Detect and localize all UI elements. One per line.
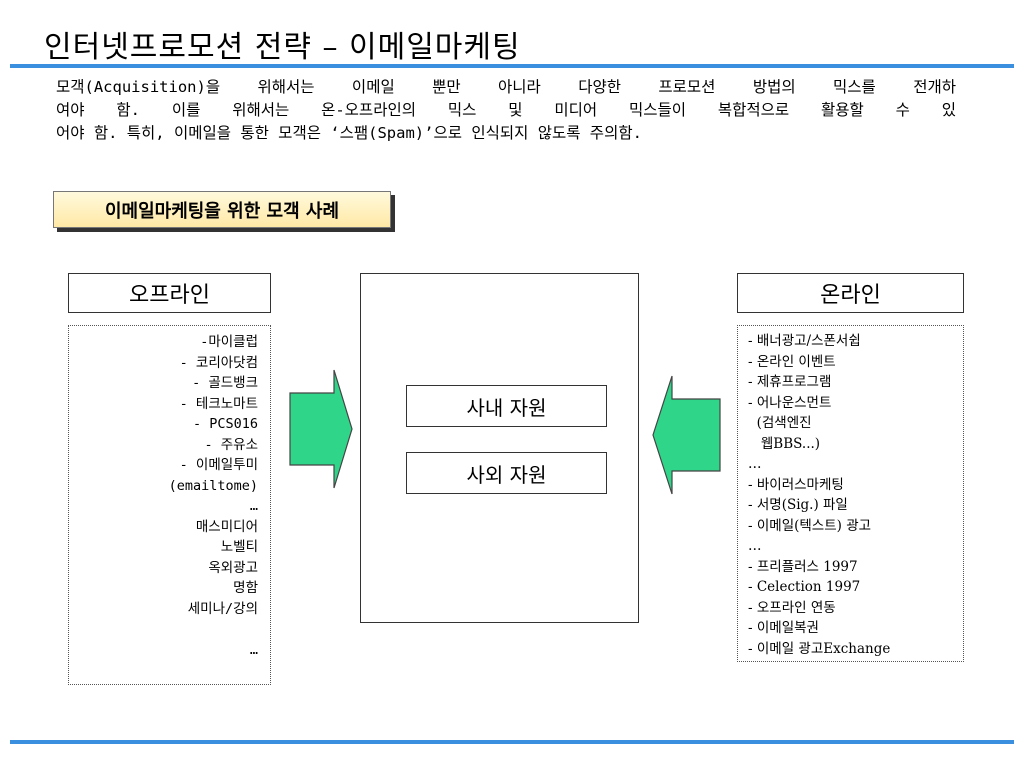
offline-item: … [249, 498, 258, 514]
offline-item: (emailtome) [168, 477, 258, 494]
online-item: - 제휴프로그램 [748, 374, 832, 390]
footer-rule [10, 740, 1014, 744]
online-item: (검색엔진 [748, 415, 812, 431]
online-item: 웹BBS...) [748, 435, 821, 452]
offline-item: - 이메일투미 [179, 457, 258, 473]
offline-item: - 주유소 [204, 436, 258, 453]
intro-line: 여야 함. 이를 위해서는 온-오프라인의 믹스 및 미디어 믹스들이 복합적으… [56, 101, 956, 119]
online-item: - 어나운스먼트 [748, 394, 832, 411]
external-resource-box: 사외 자원 [406, 452, 607, 494]
online-item: - 이메일 광고Exchange [748, 640, 891, 657]
online-item: - 이메일(텍스트) 광고 [748, 517, 872, 534]
online-item: - 배너광고/스폰서쉽 [748, 333, 861, 349]
offline-item: - 테크노마트 [179, 395, 258, 412]
online-item: - 오프라인 연동 [748, 599, 836, 616]
online-header: 온라인 [737, 273, 964, 313]
offline-item: - 골드뱅크 [192, 375, 258, 391]
title-underline [10, 64, 1014, 68]
online-item: - 프리플러스 1997 [748, 558, 858, 575]
offline-item: 세미나/강의 [187, 600, 258, 617]
left-arrow-icon [652, 375, 721, 495]
internal-resource-box: 사내 자원 [406, 385, 607, 427]
page-title: 인터넷프로모션 전략 – 이메일마케팅 [44, 30, 521, 65]
online-item: … [748, 456, 762, 472]
online-item: - 온라인 이벤트 [748, 353, 836, 370]
offline-item [69, 619, 258, 640]
offline-header: 오프라인 [68, 273, 271, 313]
online-item: - Celection 1997 [748, 579, 861, 595]
offline-item: 노벨티 [220, 539, 258, 555]
right-arrow-icon [289, 369, 353, 489]
section-label: 이메일마케팅을 위한 모객 사례 [53, 191, 391, 228]
online-item: - 서명(Sig.) 파일 [748, 497, 848, 513]
offline-item: 명함 [233, 580, 258, 596]
offline-item: … [249, 641, 258, 658]
offline-item: 옥외광고 [208, 559, 258, 576]
intro-line: 모객(Acquisition)을 위해서는 이메일 뿐만 아니라 다양한 프로모… [56, 78, 956, 96]
online-item: - 이메일복권 [748, 620, 819, 636]
offline-item: - 코리아닷컴 [179, 354, 258, 371]
intro-paragraph: 모객(Acquisition)을 위해서는 이메일 뿐만 아니라 다양한 프로모… [56, 76, 956, 145]
resource-box [360, 273, 639, 623]
offline-item: - PCS016 [192, 416, 258, 432]
offline-item: 매스미디어 [195, 518, 258, 535]
online-list: - 배너광고/스폰서쉽 - 온라인 이벤트 - 제휴프로그램 - 어나운스먼트 (검색… [737, 325, 964, 662]
intro-line: 어야 함. 특히, 이메일을 통한 모객은 ‘스팸(Spam)’으로 인식되지 … [56, 124, 642, 142]
online-item: - 바이러스마케팅 [748, 476, 844, 493]
offline-list: -마이클럽 - 코리아닷컴 - 골드뱅크 - 테크노마트 - PCS016 - 주유소 - … [68, 325, 271, 685]
offline-item: -마이클럽 [200, 334, 258, 350]
online-item: … [748, 538, 762, 554]
